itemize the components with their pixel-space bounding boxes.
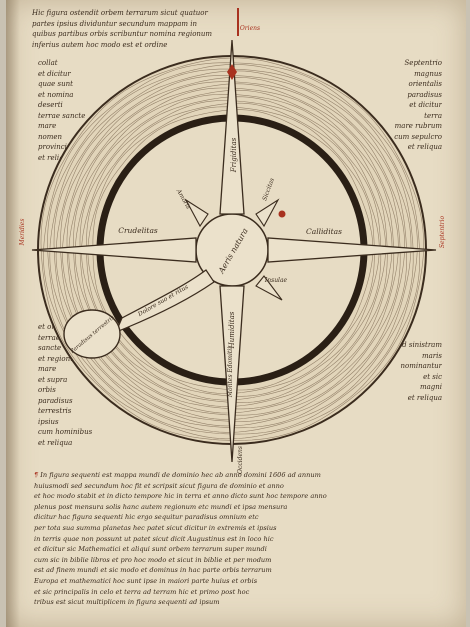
text-line: partes ipsius dividuntur secundum mappam…: [32, 19, 198, 28]
west-arm: [31, 237, 197, 263]
north-red-mark: [227, 64, 237, 80]
text-line: et reliqua: [407, 143, 442, 151]
initial-letter: ¶: [34, 471, 41, 479]
text-line: inferius autem hoc modo est et ordine: [32, 40, 168, 49]
text-line: et sic principalis in celo et terra ad t…: [34, 587, 250, 596]
edge-label-west: Meridies: [19, 219, 26, 247]
text-line: paradisus: [38, 396, 73, 405]
text-line: et reliqua: [38, 438, 73, 447]
text-line: et sic: [423, 372, 442, 381]
text-line: per tota sua summa planetas hec patet si…: [34, 523, 277, 532]
text-line: terra: [424, 111, 442, 120]
south-arm-label: Humiditas: [228, 311, 236, 349]
text-line: ¶ In figura sequenti est mappa mundi de …: [34, 471, 321, 479]
text-line: Hic figura ostendit orbem terrarum sicut…: [32, 9, 208, 17]
text-line: et hoc modo stabit et in dicto tempore h…: [34, 492, 327, 501]
text-line: nomen: [38, 132, 63, 141]
text-line: mare: [38, 122, 57, 130]
text-line: Europa et mathematici hoc sunt ipse in m…: [34, 576, 258, 585]
north-arm: [219, 39, 245, 215]
ne-arm: [255, 198, 280, 228]
text-line: in terris quae non possunt ut patet sicu…: [34, 534, 274, 543]
text-line: est ad finem mundi et sic modo et dominu…: [34, 566, 272, 575]
text-line: huiusmodi sed secundum hoc fit et scrips…: [34, 481, 284, 490]
text-line: maris: [422, 351, 442, 360]
world-map-diagram: Aeris natura Frigiditas Humiditas Crudel…: [19, 8, 446, 474]
text-line: et dicitur: [38, 69, 71, 78]
text-line: deserti: [38, 101, 63, 109]
se-arm: [255, 275, 283, 301]
text-line: et reliqua: [407, 393, 442, 402]
top-marginal-text: Hic figura ostendit orbem terrarum sicut…: [32, 8, 442, 50]
text-line: ipsius: [38, 417, 59, 426]
text-line: mare: [38, 365, 57, 373]
text-line: paradisus: [407, 90, 442, 99]
manuscript-page: Hic figura ostendit orbem terrarum sicut…: [6, 0, 466, 627]
text-line: terrae sancte: [38, 111, 86, 120]
sw-arm-label: Montes Edomitii: [227, 347, 234, 398]
north-arm-label: Frigiditas: [230, 137, 238, 173]
text-line: cum sic in biblie libros et pro hoc modo…: [34, 555, 272, 564]
east-arm: [267, 237, 437, 263]
text-line: orbis: [38, 386, 56, 394]
text-line: quibus partibus orbis scribuntur nomina …: [32, 30, 213, 38]
text-line: mare rubrum: [394, 122, 442, 130]
edge-label-east: Septentrio: [439, 216, 446, 249]
text-line: dicitur hac figura sequenti hic ergo seq…: [34, 513, 259, 522]
east-red-mark: [278, 210, 286, 218]
right-lower-marginal-text: ad sinistram maris nominantur et sic mag…: [378, 340, 442, 403]
text-line: magnus: [414, 69, 442, 78]
text-line: Septentrio: [404, 59, 443, 67]
text-line: provinciarum: [38, 143, 86, 151]
left-marginal-text: collat et dicitur quae sunt et nomina de…: [38, 58, 98, 163]
edge-label-south: Occidens: [237, 446, 244, 474]
south-arm: [219, 285, 245, 463]
text-line: terrae: [38, 333, 60, 342]
tail-bulb: [63, 309, 121, 359]
text-line: plenus post mensura solis hanc autem reg…: [34, 502, 288, 511]
text-line: tribus est sicut multiplicem in figura s…: [34, 598, 220, 607]
right-marginal-text: Septentrio magnus orientalis paradisus e…: [372, 58, 442, 153]
nw-arm: [184, 198, 209, 228]
west-arm-label: Crudelitas: [118, 226, 158, 235]
text-line: cum hominibus: [38, 428, 93, 436]
text-line: et dicitur sic Mathematici et aliqui sun…: [34, 545, 267, 554]
text-line: ad sinistram: [397, 341, 442, 349]
se-arm-label: Insulae: [264, 277, 288, 284]
text-line: et supra: [38, 375, 68, 384]
text-line: quae sunt: [38, 80, 73, 88]
east-arm-label: Calliditas: [306, 227, 342, 236]
text-line: nominantur: [400, 362, 442, 370]
text-line: magni: [419, 383, 442, 391]
text-line: et regionum: [38, 354, 82, 363]
edge-label-north: Oriens: [240, 25, 260, 32]
text-line: sancte: [38, 344, 62, 352]
text-line: collat: [38, 59, 58, 67]
text-line: cum sepulcro: [394, 132, 442, 141]
text-line: terrestris: [38, 407, 72, 415]
text-line: et nomina: [38, 90, 74, 99]
text-line: et dicitur: [409, 101, 442, 109]
text-line: et reliqua: [38, 153, 73, 162]
text-line: orientalis: [408, 80, 442, 88]
bottom-text-block: ¶ In figura sequenti est mappa mundi de …: [34, 470, 444, 608]
